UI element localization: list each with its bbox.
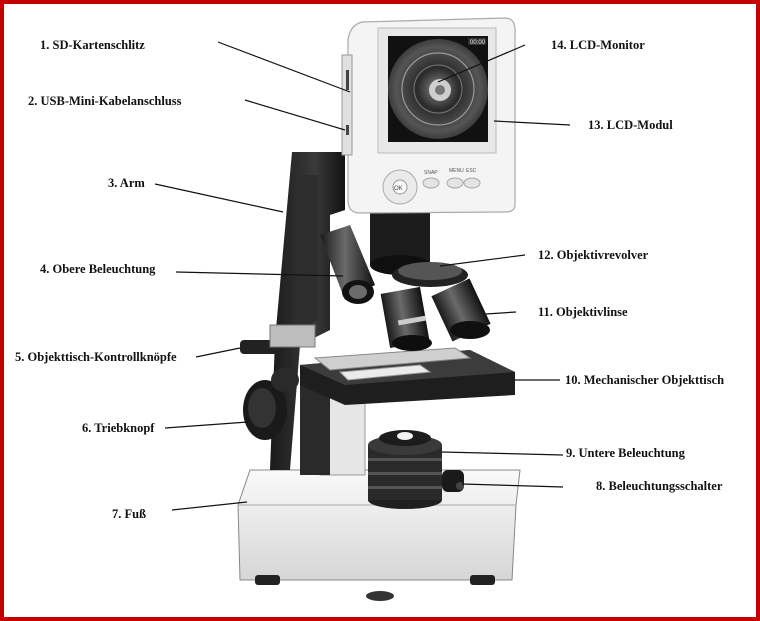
esc-button-text: ESC — [466, 168, 477, 174]
label-sd-card-slot: 1. SD-Kartenschlitz — [40, 38, 145, 52]
leader-line-6 — [164, 421, 249, 429]
objective-lens-part — [380, 278, 491, 351]
label-usb-mini-port: 2. USB-Mini-Kabelanschluss — [28, 94, 182, 108]
label-focus-knob: 6. Triebknopf — [82, 421, 155, 435]
label-illumination-switch: 8. Beleuchtungsschalter — [596, 479, 723, 493]
label-upper-illumination: 4. Obere Beleuchtung — [40, 262, 156, 276]
label-nosepiece: 12. Objektivrevolver — [538, 248, 649, 262]
label-base: 7. Fuß — [112, 507, 147, 521]
illumination-switch-part — [442, 470, 464, 492]
leader-line-4 — [175, 271, 344, 277]
leader-line-8 — [461, 483, 564, 488]
label-lcd-module: 13. LCD-Modul — [588, 118, 673, 132]
leader-line-14 — [437, 44, 526, 83]
label-lcd-monitor: 14. LCD-Monitor — [551, 38, 645, 52]
label-stage-control-knobs: 5. Objekttisch-Kontrollknöpfe — [15, 350, 177, 364]
leader-line-7 — [171, 501, 248, 511]
leader-line-5 — [195, 347, 241, 358]
upper-illumination-part — [320, 225, 375, 304]
leader-line-2 — [244, 99, 346, 131]
leader-line-13 — [493, 120, 571, 126]
leader-line-3 — [154, 183, 284, 213]
stage-part — [240, 324, 515, 405]
menu-button-text: MENU — [449, 168, 464, 174]
label-mechanical-stage: 10. Mechanischer Objekttisch — [565, 373, 725, 387]
leader-line-1 — [217, 41, 351, 93]
leader-line-12 — [439, 254, 526, 267]
base-part — [237, 469, 521, 601]
ok-button-text: OK — [394, 186, 403, 192]
nosepiece-part — [392, 262, 468, 287]
label-objective-lens: 11. Objektivlinse — [538, 305, 628, 319]
screen-time-text: 00:00 — [470, 40, 486, 46]
label-arm: 3. Arm — [108, 176, 145, 190]
leader-line-11 — [485, 311, 517, 315]
leader-lines — [154, 41, 571, 511]
optical-tube — [370, 205, 430, 275]
leader-line-9 — [441, 451, 564, 456]
focus-knob-part — [243, 368, 299, 440]
lower-illumination-part — [368, 430, 442, 509]
snap-button-text: SNAP — [424, 170, 438, 176]
label-lower-illumination: 9. Untere Beleuchtung — [566, 446, 685, 460]
lcd-module-part: 00:00 OK SNAP MENU ESC — [341, 17, 516, 214]
